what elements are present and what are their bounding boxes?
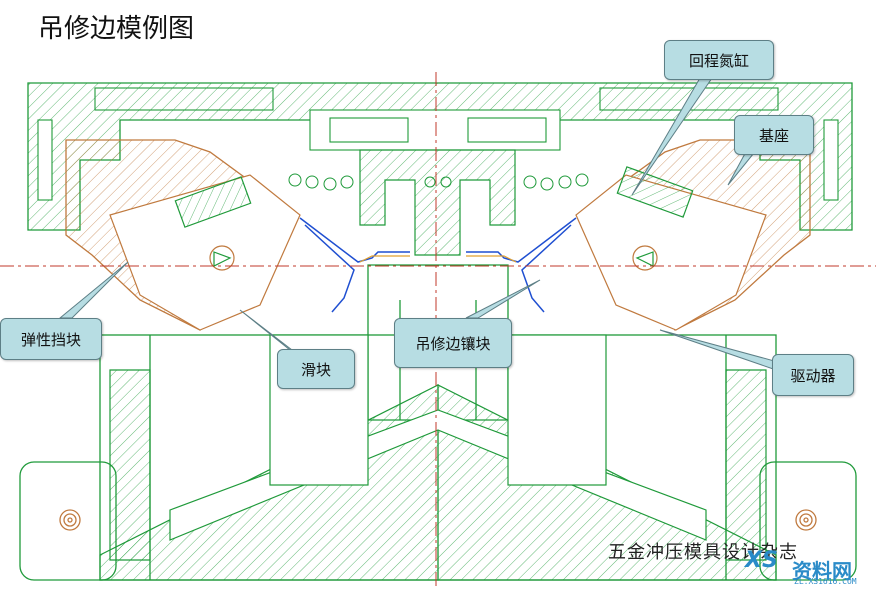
upper-die-steps: [37, 87, 839, 201]
watermark-text: 五金冲压模具设计杂志: [608, 542, 798, 563]
watermark-url: ZL.XS1616.COM: [794, 577, 857, 586]
callout-slider: 滑块: [277, 349, 355, 389]
callout-base: 基座: [734, 115, 814, 155]
right-slider: [575, 166, 767, 331]
diagram-title: 吊修边模例图: [38, 14, 195, 44]
callout-driver: 驱动器: [772, 354, 854, 396]
watermark-brand: 资料网: [792, 559, 852, 583]
callout-elastic-stop: 弹性挡块: [0, 318, 102, 360]
trim-insert-profile: [299, 217, 577, 313]
callout-trim-insert: 吊修边镶块: [394, 318, 512, 368]
left-slider: [109, 174, 301, 331]
trim-insert-orange: [359, 255, 517, 263]
watermark-logo: XS: [745, 548, 778, 573]
nitrogen-springs: [288, 173, 589, 191]
bolt-holes: [59, 509, 817, 531]
central-upper-block: [359, 149, 516, 256]
callout-return-cylinder: 回程氮缸: [664, 40, 774, 80]
callout-leaders: [58, 77, 783, 373]
